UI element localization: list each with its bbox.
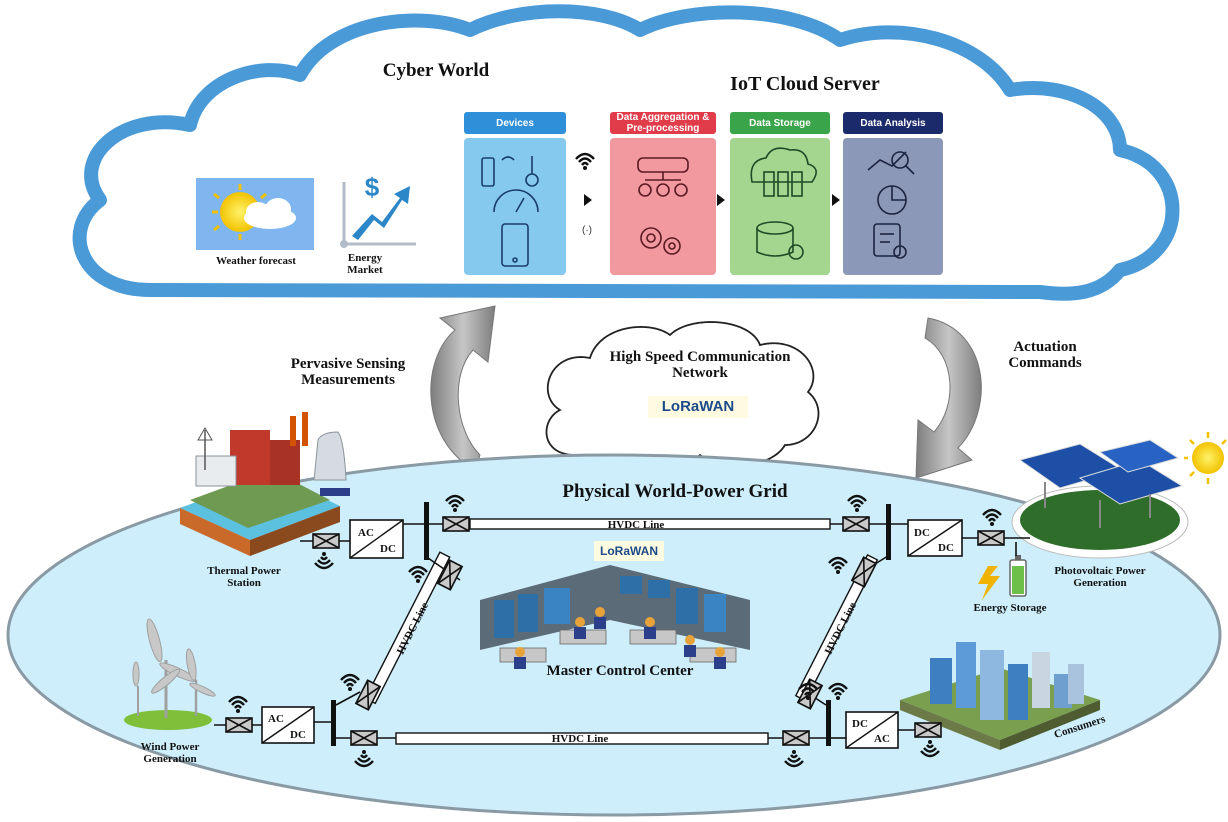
energy-market-icon: $ xyxy=(340,172,416,248)
pv-generation-label: Photovoltaic Power Generation xyxy=(1054,565,1146,589)
power-grid-title: Physical World-Power Grid xyxy=(562,481,788,502)
cyber-world-title: Cyber World xyxy=(382,60,490,81)
converter-pv-in: DC xyxy=(914,527,930,539)
aggregation-icons xyxy=(637,157,689,255)
consumers-city-icon xyxy=(900,642,1100,750)
converter-thermal xyxy=(349,519,404,559)
lorawan-control-logo: LoRaWAN xyxy=(594,541,664,561)
converter-thermal-in: AC xyxy=(358,527,374,539)
control-center-label: Master Control Center xyxy=(546,663,694,679)
actuation-arrow xyxy=(915,317,982,479)
pipeline-arrows xyxy=(584,194,840,206)
devices-icons xyxy=(481,156,539,267)
storage-header: Data Storage xyxy=(730,112,830,134)
network-cloud xyxy=(545,321,820,469)
thermal-station-label: Thermal Power Station xyxy=(207,565,281,589)
weather-forecast-icon xyxy=(196,178,314,250)
converter-consumers xyxy=(845,711,899,749)
iot-cloud-title: IoT Cloud Server xyxy=(730,73,880,95)
photovoltaic-plant-icon xyxy=(1011,432,1227,559)
energy-storage-icon xyxy=(978,555,1027,600)
weather-forecast-label: Weather forecast xyxy=(216,255,296,267)
pipeline-panel-bodies xyxy=(464,138,943,275)
storage-icons xyxy=(750,147,817,260)
hvdc-line-top-label: HVDC Line xyxy=(608,519,665,531)
converter-pv xyxy=(907,519,963,557)
svg-text:(·): (·) xyxy=(582,225,592,236)
devices-header: Devices xyxy=(464,112,566,134)
hvdc-line-bottom-label: HVDC Line xyxy=(552,733,609,745)
analysis-icons xyxy=(867,151,915,259)
sensing-arrow xyxy=(430,305,496,471)
sensing-label: Pervasive Sensing Measurements xyxy=(290,356,406,388)
converter-consumers-in: DC xyxy=(852,718,868,730)
network-cloud-label: High Speed Communication Network xyxy=(609,349,791,381)
converter-wind xyxy=(261,706,315,744)
converter-wind-in: AC xyxy=(268,713,284,725)
lorawan-network-logo: LoRaWAN xyxy=(648,396,748,418)
actuation-label: Actuation Commands xyxy=(1008,339,1082,371)
converter-wind-out: DC xyxy=(290,729,306,741)
thermal-power-station-icon xyxy=(180,412,350,556)
wind-generation-label: Wind Power Generation xyxy=(140,741,200,765)
analysis-header: Data Analysis xyxy=(843,112,943,134)
energy-market-label: Energy Market xyxy=(347,252,383,276)
dc-buses xyxy=(331,502,891,746)
aggregation-header: Data Aggregation & Pre-processing xyxy=(610,112,716,134)
converter-pv-out: DC xyxy=(938,542,954,554)
svg-text:$: $ xyxy=(365,172,380,202)
converter-thermal-out: DC xyxy=(380,543,396,555)
master-control-center-icon xyxy=(480,565,750,669)
wind-turbines-icon xyxy=(124,618,216,730)
converter-consumers-out: AC xyxy=(874,733,890,745)
energy-storage-label: Energy Storage xyxy=(973,602,1047,614)
